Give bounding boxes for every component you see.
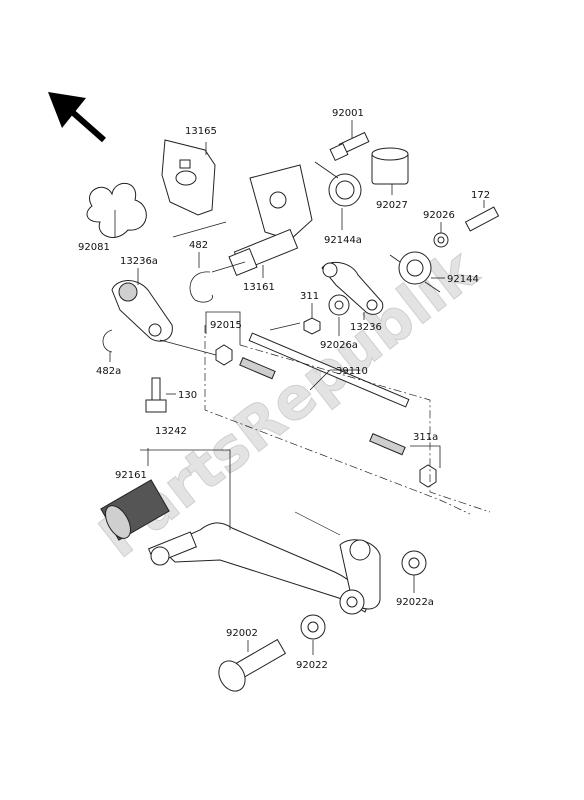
label-92001: 92001 xyxy=(332,108,364,119)
label-92002: 92002 xyxy=(226,628,258,639)
part-92015-nut xyxy=(215,344,233,366)
label-39110: 39110 xyxy=(336,366,368,377)
part-13236-lever xyxy=(321,261,384,315)
label-13165: 13165 xyxy=(185,126,217,137)
part-13161-shift-shaft xyxy=(228,164,313,277)
label-92161: 92161 xyxy=(115,470,147,481)
label-92144: 92144 xyxy=(447,274,479,285)
part-92002-bolt xyxy=(218,638,287,692)
part-13242-shift-pedal xyxy=(147,522,381,615)
part-92161-rubber xyxy=(100,479,170,541)
label-482a: 482a xyxy=(96,366,121,377)
label-482: 482 xyxy=(189,240,208,251)
part-172-bolt xyxy=(464,206,500,232)
label-92026a: 92026a xyxy=(320,340,358,351)
part-311a-nut xyxy=(419,464,437,488)
part-92026a-washer xyxy=(328,294,350,316)
part-92022a-washer xyxy=(401,550,427,576)
label-92144a: 92144a xyxy=(324,235,362,246)
label-92026: 92026 xyxy=(423,210,455,221)
part-92027-collar xyxy=(371,147,409,185)
assembly-frame xyxy=(204,325,491,536)
part-13165-guide-plate xyxy=(161,139,216,216)
part-130-bolt xyxy=(145,377,167,413)
part-39110-tie-rod xyxy=(239,332,410,456)
label-13236a: 13236a xyxy=(120,256,158,267)
label-130: 130 xyxy=(178,390,197,401)
label-92022: 92022 xyxy=(296,660,328,671)
label-13242: 13242 xyxy=(155,426,187,437)
label-92081: 92081 xyxy=(78,242,110,253)
label-92015: 92015 xyxy=(210,320,242,331)
part-92144-spring xyxy=(389,251,441,293)
label-92022a: 92022a xyxy=(396,597,434,608)
part-13236a-arm xyxy=(111,280,173,342)
part-482-circlip xyxy=(189,271,213,303)
label-13161: 13161 xyxy=(243,282,275,293)
part-92001-bolt xyxy=(329,131,370,162)
part-92022-washer xyxy=(300,614,326,640)
part-92026-washer xyxy=(433,232,449,248)
front-direction-arrow-icon xyxy=(48,92,106,143)
label-311a: 311a xyxy=(413,432,438,443)
label-172: 172 xyxy=(471,190,490,201)
label-92027: 92027 xyxy=(376,200,408,211)
part-92144a-spring xyxy=(314,161,362,207)
part-92081-clip xyxy=(86,183,147,238)
label-311: 311 xyxy=(300,291,319,302)
label-13236: 13236 xyxy=(350,322,382,333)
part-482a-circlip xyxy=(102,329,113,353)
part-311-nut xyxy=(303,317,321,335)
leader-lines xyxy=(109,120,485,655)
